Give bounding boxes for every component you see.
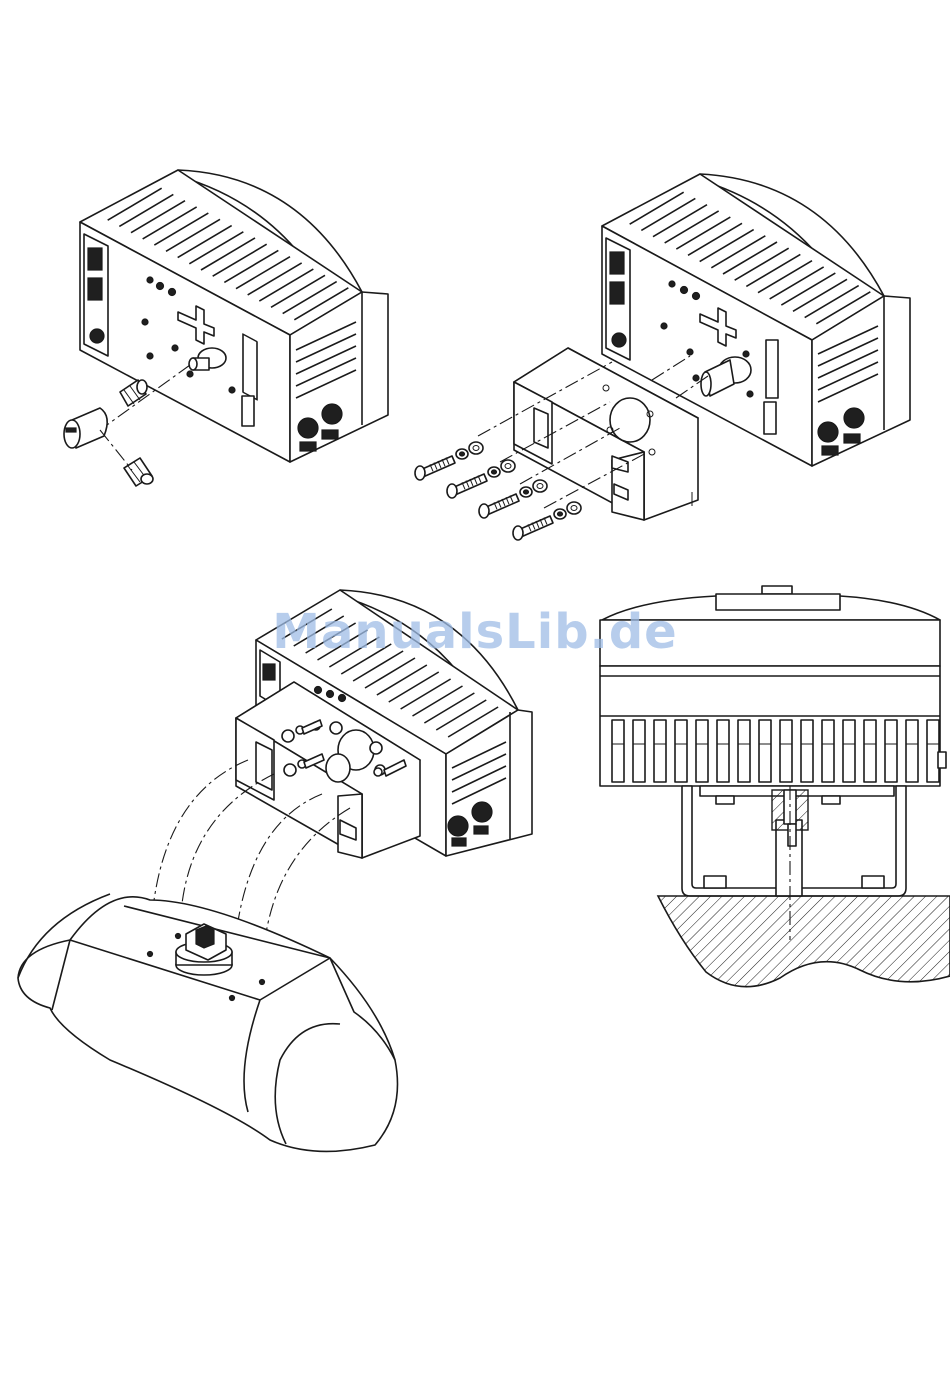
cable-gland [844,408,864,428]
fin [717,720,729,782]
fin [675,720,687,782]
fin [654,720,666,782]
bolt [479,480,547,518]
fin [801,720,813,782]
fin [612,720,624,782]
fin [738,720,750,782]
set-screw [120,380,147,406]
fin [885,720,897,782]
label-plate [300,442,316,451]
figure-side-view-mounted [600,586,950,987]
fin [759,720,771,782]
flat-washer [533,480,547,492]
figure-bracket-exploded [415,174,910,540]
bolt [447,460,515,498]
nut [704,876,726,888]
label-plate [322,430,338,439]
bracket-shaft-hole [610,398,650,442]
cable-gland [298,418,318,438]
fin [780,720,792,782]
figure-mount-on-actuator [18,590,532,1151]
cable-gland [448,816,468,836]
set-screw [124,458,153,486]
cable-gland [322,404,342,424]
fin [927,720,939,782]
fin [822,720,834,782]
fin [633,720,645,782]
bolt [415,442,483,480]
flat-washer [501,460,515,472]
fin [864,720,876,782]
cable-gland [818,422,838,442]
nut [862,876,884,888]
fin [906,720,918,782]
housing-lid [600,620,940,666]
figure-positioner-coupling [64,170,388,486]
cable-gland [472,802,492,822]
actuator-body [18,894,398,1151]
flat-washer [469,442,483,454]
bolt [513,502,581,540]
fin [696,720,708,782]
hatched-base-section [658,896,950,987]
flat-washer [567,502,581,514]
fin [843,720,855,782]
